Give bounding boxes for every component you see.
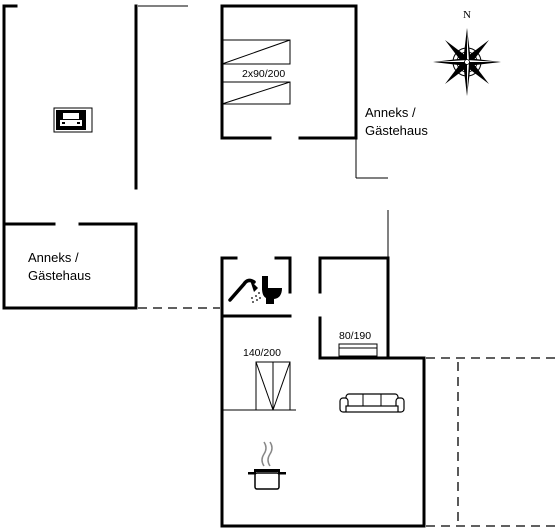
top-annex-building	[220, 4, 388, 179]
annex-left-label-line2: Gästehaus	[28, 268, 91, 283]
car-icon	[53, 107, 93, 133]
double-bed-icon	[255, 361, 291, 411]
cooking-pot-icon	[248, 441, 286, 490]
sofa-icon	[339, 393, 405, 413]
single-bed-icon	[338, 343, 378, 357]
annex-right-label-line2: Gästehaus	[365, 123, 428, 138]
annex-left-label-line1: Anneks /	[28, 250, 79, 265]
twin-bed-icon	[221, 39, 291, 105]
annex-right-label-line1: Anneks /	[365, 105, 416, 120]
single-bed-size-label: 80/190	[339, 330, 371, 342]
left-building	[2, 4, 220, 310]
shower-icon	[228, 278, 261, 303]
north-label: N	[463, 9, 471, 21]
twin-bed-size-label: 2x90/200	[242, 68, 285, 80]
toilet-icon	[262, 276, 282, 304]
compass-rose-icon	[433, 28, 501, 96]
terrace-outline	[426, 357, 556, 527]
main-house	[220, 210, 426, 528]
double-bed-size-label: 140/200	[243, 347, 281, 359]
